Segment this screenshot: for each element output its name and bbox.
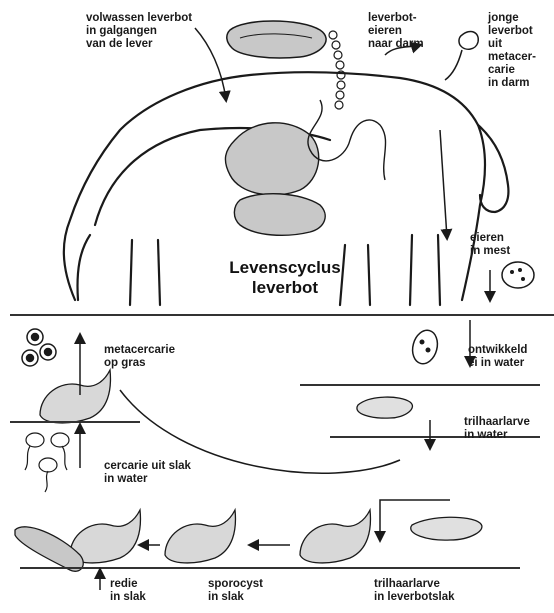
- label-miracidium-snail: trilhaarlarve in leverbotslak: [374, 578, 455, 604]
- egg-in-dung-illustration: [502, 262, 534, 288]
- internal-organs: [225, 100, 385, 235]
- label-metacercaria: metacercarie op gras: [104, 344, 175, 370]
- label-cercaria: cercarie uit slak in water: [104, 460, 191, 486]
- label-adult-fluke: volwassen leverbot in galgangen van de l…: [86, 12, 192, 51]
- adult-fluke-illustration: [227, 21, 326, 58]
- redia-illustration: [15, 527, 83, 572]
- cercaria-illustration: [25, 433, 69, 492]
- miracidium-water-illustration: [357, 397, 413, 418]
- diagram-title: Levenscyclus leverbot: [220, 258, 350, 298]
- label-sporocyst: sporocyst in slak: [208, 578, 263, 604]
- label-redia: redie in slak: [110, 578, 146, 604]
- label-eggs-dung: eieren in mest: [470, 232, 510, 258]
- label-miracidium-water: trilhaarlarve in water: [464, 416, 530, 442]
- metacercaria-cysts: [22, 329, 56, 366]
- label-young-fluke: jonge leverbot uit metacer- carie in dar…: [488, 12, 536, 90]
- miracidium-snail-illustration: [411, 517, 482, 540]
- label-eggs-gut: leverbot- eieren naar darm: [368, 12, 424, 51]
- label-developed-egg: ontwikkeld ei in water: [468, 344, 527, 370]
- developed-egg-illustration: [409, 327, 441, 366]
- snail-illustrations: [40, 370, 370, 563]
- young-fluke-illustration: [445, 31, 478, 80]
- egg-chain: [329, 31, 345, 109]
